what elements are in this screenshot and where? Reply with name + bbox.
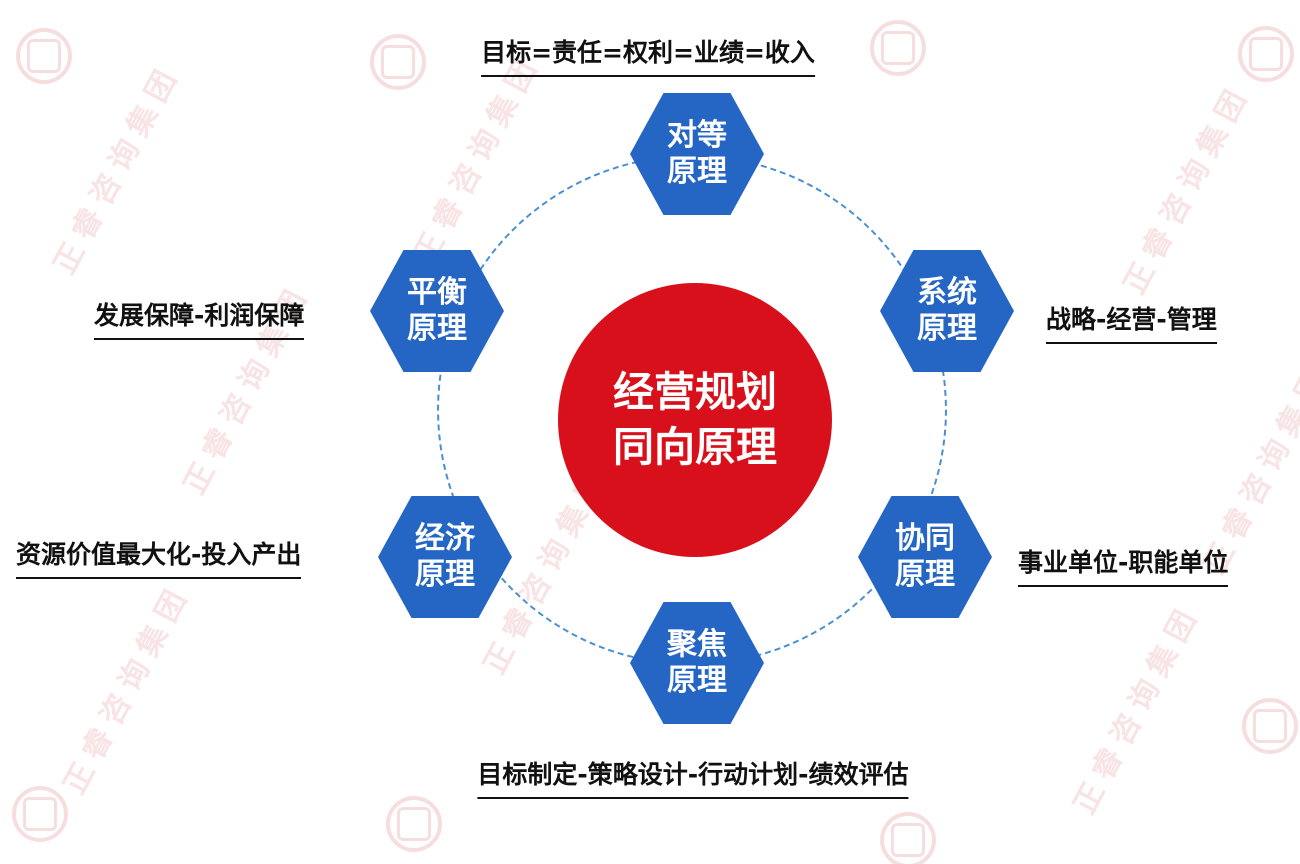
node-label-line1: 平衡 bbox=[407, 275, 467, 310]
node-label-line1: 聚焦 bbox=[667, 627, 727, 662]
annotation-system: 战略-经营-管理 bbox=[1046, 300, 1217, 344]
node-label-line2: 原理 bbox=[407, 311, 467, 346]
node-label-line2: 原理 bbox=[415, 557, 475, 592]
center-title-line2: 同向原理 bbox=[613, 423, 777, 471]
node-label-line1: 经济 bbox=[415, 521, 475, 556]
node-label-line1: 协同 bbox=[895, 521, 955, 556]
node-label-line2: 原理 bbox=[917, 311, 977, 346]
annotation-synergy: 事业单位-职能单位 bbox=[1018, 543, 1229, 587]
annotation-peer: 目标=责任=权利=业绩=收入 bbox=[481, 33, 815, 77]
node-label-line1: 对等 bbox=[667, 118, 727, 153]
node-label-line2: 原理 bbox=[667, 154, 727, 189]
annotation-economy: 资源价值最大化-投入产出 bbox=[16, 535, 302, 579]
center-title-circle: 经营规划 同向原理 bbox=[558, 283, 832, 557]
node-label-line2: 原理 bbox=[667, 663, 727, 698]
node-label-line2: 原理 bbox=[895, 557, 955, 592]
node-balance-principle: 平衡 原理 bbox=[370, 250, 504, 372]
node-label-line1: 系统 bbox=[917, 275, 977, 310]
center-title-line1: 经营规划 bbox=[613, 367, 777, 416]
node-economy-principle: 经济 原理 bbox=[378, 496, 512, 618]
annotation-focus: 目标制定-策略设计-行动计划-绩效评估 bbox=[477, 755, 909, 799]
annotation-balance: 发展保障-利润保障 bbox=[94, 296, 305, 340]
